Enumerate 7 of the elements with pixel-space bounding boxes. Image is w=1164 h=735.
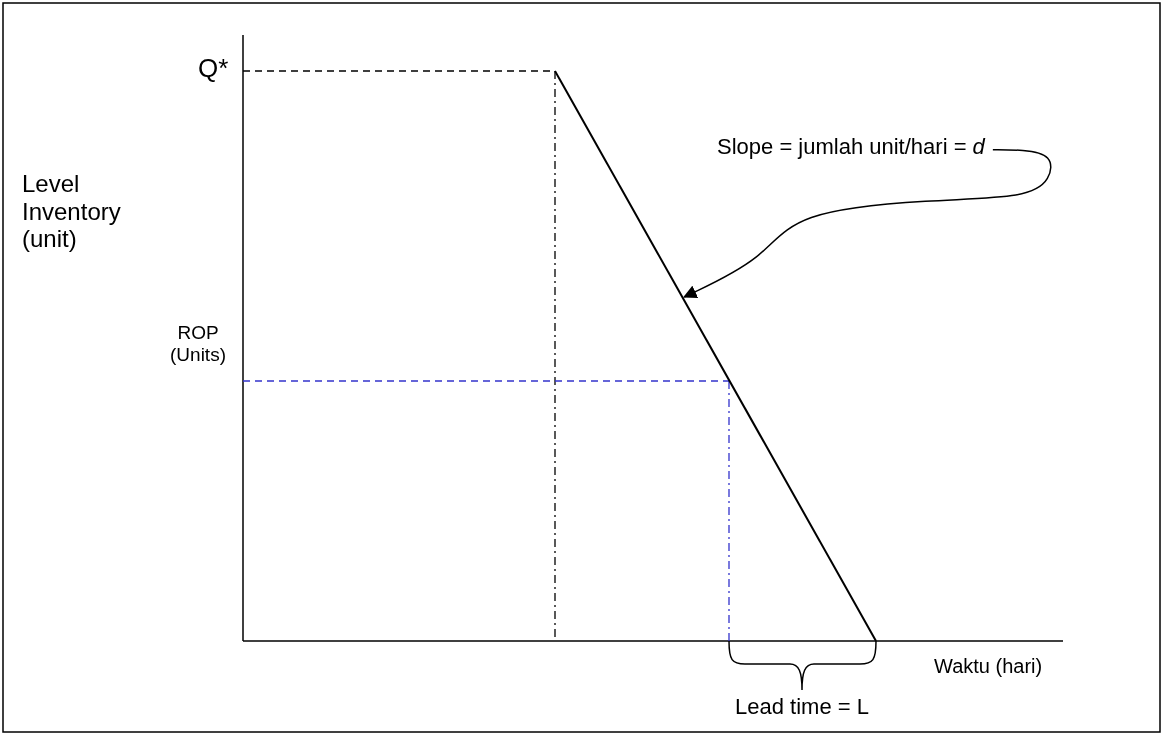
q-star-label: Q* bbox=[198, 54, 230, 84]
rop-label: ROP (Units) bbox=[169, 322, 227, 366]
leader-arrow bbox=[683, 148, 1052, 298]
x-axis-title: Waktu (hari) bbox=[934, 655, 1044, 678]
lead-time-label: Lead time = L bbox=[734, 694, 870, 720]
slope-label: Slope = jumlah unit/hari = d bbox=[717, 134, 985, 160]
y-axis-title: Level Inventory (unit) bbox=[22, 170, 122, 253]
